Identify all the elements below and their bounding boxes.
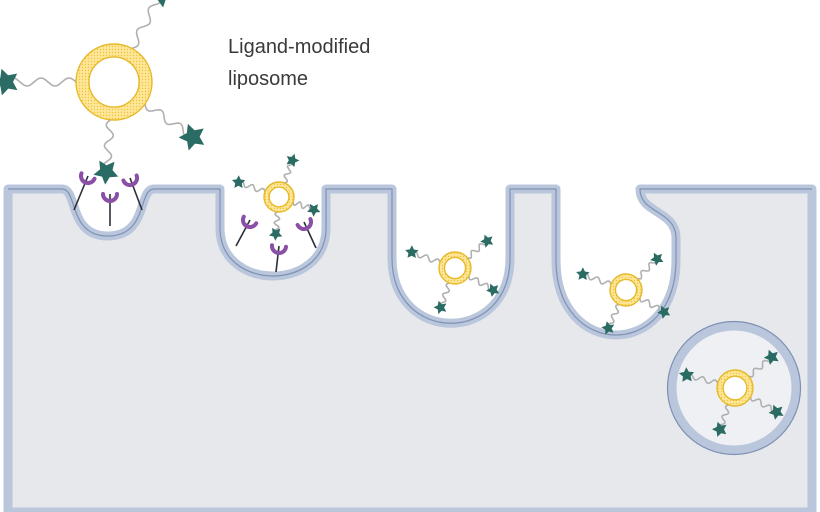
- liposome-outer-edge: [75, 43, 153, 121]
- cell-membrane-outline: [8, 188, 812, 336]
- ligand-star-icon: [712, 421, 727, 437]
- ligand-star-icon: [307, 203, 321, 217]
- ligand-tether: [131, 0, 163, 50]
- ligand-star-icon: [486, 283, 500, 297]
- receptor-stage2-right: [295, 217, 317, 249]
- ligand-star-icon: [768, 404, 784, 420]
- ligand-tether: [101, 119, 115, 173]
- ligand-star-icon: [148, 0, 166, 8]
- receptor-stage1-mid: [101, 192, 119, 226]
- receptor-stage2-mid: [269, 243, 288, 273]
- endosome-vesicle-outline: [666, 320, 802, 456]
- liposome-stage5: [678, 349, 784, 437]
- liposome-label-line-2: liposome: [228, 68, 308, 90]
- ligand-tether: [144, 103, 193, 139]
- ligand-tether: [467, 240, 489, 259]
- receptor-cup-icon: [121, 173, 140, 188]
- liposome-bilayer: [263, 182, 294, 213]
- liposome-outer-edge: [609, 273, 643, 307]
- receptor-stem: [303, 221, 317, 249]
- liposome-core: [722, 375, 748, 401]
- liposome-outer-edge: [438, 251, 472, 285]
- liposome-stage3: [405, 234, 500, 315]
- receptor-cup-icon: [269, 243, 288, 256]
- ligand-star-icon: [657, 305, 671, 319]
- ligand-star-icon: [232, 175, 246, 188]
- ligand-star-icon: [405, 245, 419, 258]
- receptor-stage1-right: [121, 173, 143, 211]
- ligand-star-icon: [480, 234, 494, 248]
- receptor-cup-icon: [79, 171, 97, 186]
- liposome-bilayer: [439, 252, 472, 285]
- liposome-bilayer: [609, 274, 642, 307]
- ligand-star-icon: [576, 267, 590, 280]
- liposome-core: [443, 256, 467, 280]
- liposome-bilayer: [75, 43, 153, 121]
- ligand-star-icon: [93, 160, 119, 185]
- liposome-label-line-1: Ligand-modified: [228, 36, 370, 58]
- liposome-bilayer: [716, 369, 753, 406]
- ligand-star-icon: [763, 349, 779, 365]
- liposome-stage2: [232, 153, 321, 241]
- liposome-core: [88, 56, 140, 108]
- ligand-star-icon: [601, 321, 615, 335]
- receptor-cup-icon: [101, 192, 119, 203]
- ligand-star-icon: [178, 123, 205, 151]
- liposome-outer-edge: [716, 369, 754, 407]
- ligand-star-icon: [286, 153, 300, 168]
- ligand-tether: [749, 396, 777, 414]
- receptor-stage1-left: [73, 171, 97, 211]
- receptor-cup-icon: [295, 217, 313, 231]
- liposome-stage4: [576, 252, 671, 335]
- ligand-tether: [606, 303, 620, 329]
- ligand-tether: [411, 250, 441, 263]
- receptor-stem: [235, 219, 251, 247]
- receptor-cup-icon: [241, 214, 259, 229]
- liposome-core: [614, 278, 638, 302]
- ligand-star-icon: [0, 68, 18, 96]
- liposome-outer-edge: [263, 181, 295, 213]
- receptor-stem: [275, 245, 280, 273]
- ligand-tether: [5, 77, 77, 87]
- receptor-stage2-left: [235, 214, 259, 247]
- free-liposome: [0, 0, 205, 185]
- ligand-tether: [686, 372, 719, 385]
- ligand-star-icon: [433, 300, 447, 315]
- liposome-core: [268, 186, 290, 208]
- ligand-tether: [582, 272, 612, 285]
- ligand-tether: [639, 297, 665, 314]
- ligand-star-icon: [650, 252, 664, 266]
- ligand-tether: [468, 275, 494, 292]
- ligand-star-icon: [269, 227, 283, 241]
- ligand-star-icon: [678, 367, 695, 382]
- ligand-tether: [238, 179, 266, 193]
- ligand-tether: [438, 282, 451, 308]
- ligand-tether: [637, 258, 659, 280]
- ligand-tether: [748, 357, 773, 378]
